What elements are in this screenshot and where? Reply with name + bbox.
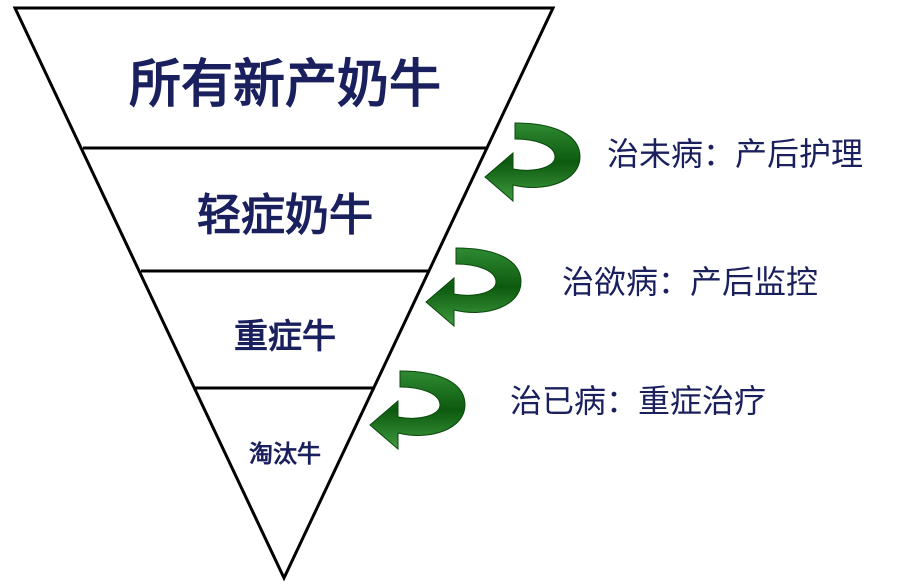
tier-label-severe-cows: 重症牛	[234, 317, 336, 357]
annotation-prevention: 治未病：产后护理	[607, 135, 863, 173]
curved-arrow-icon	[484, 122, 581, 203]
tier-label-all-new-cows: 所有新产奶牛	[129, 54, 441, 115]
funnel-outline	[12, 6, 556, 582]
annotation-monitoring: 治欲病：产后监控	[562, 263, 818, 301]
tier-label-culled-cows: 淘汰牛	[249, 439, 321, 468]
tier-label-mild-cows: 轻症奶牛	[197, 190, 373, 241]
curved-arrow-icon	[369, 370, 466, 451]
curved-arrow-icon	[425, 247, 522, 328]
annotation-treatment: 治已病：重症治疗	[510, 382, 766, 420]
